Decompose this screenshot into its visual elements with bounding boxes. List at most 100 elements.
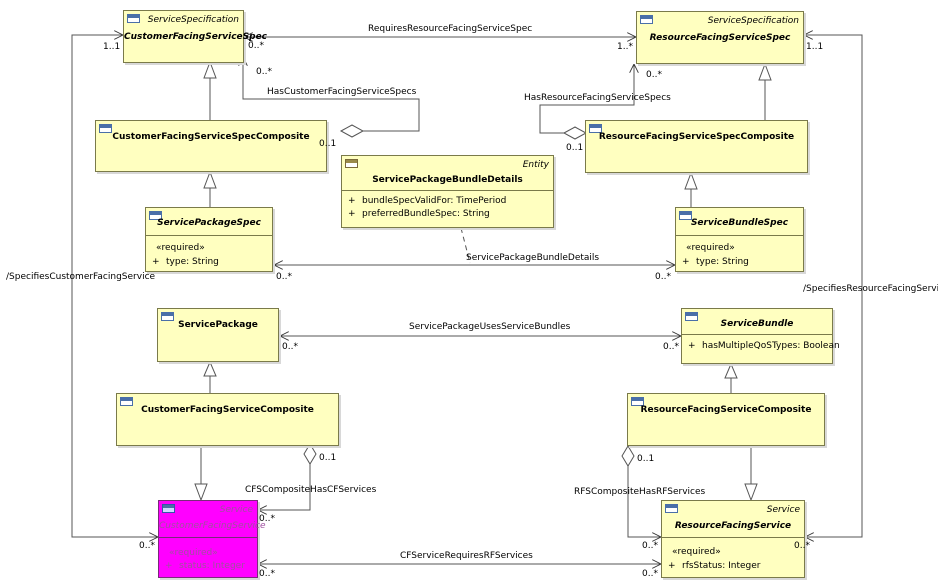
class-customer-facing-service-spec-composite[interactable]: CustomerFacingServiceSpecComposite bbox=[95, 120, 327, 172]
generalization-arrow bbox=[203, 170, 217, 189]
attribute: +bundleSpecValidFor: TimePeriod bbox=[348, 196, 507, 206]
assoc-label-has-cfss: HasCustomerFacingServiceSpecs bbox=[267, 87, 417, 97]
class-name: ServicePackageBundleDetails bbox=[372, 175, 523, 185]
class-icon bbox=[679, 211, 692, 220]
assoc-label-cfs-composite: CFSCompositeHasCFServices bbox=[245, 485, 377, 495]
class-resource-facing-service[interactable]: Service ResourceFacingService «required»… bbox=[661, 500, 805, 578]
compartment-divider bbox=[662, 537, 804, 538]
association-class-link bbox=[460, 227, 471, 264]
multiplicity: 0..* bbox=[794, 541, 810, 551]
aggregation-diamond bbox=[562, 126, 588, 140]
assoc-label-specifies-rfs: /SpecifiesResourceFacingService bbox=[803, 284, 938, 294]
class-service-package-spec[interactable]: ServicePackageSpec «required» +type: Str… bbox=[145, 207, 273, 272]
attribute: +hasMultipleQoSTypes: Boolean bbox=[688, 341, 840, 351]
assoc-label-sp-uses-sb: ServicePackageUsesServiceBundles bbox=[409, 322, 571, 332]
entity-icon bbox=[345, 159, 358, 168]
aggregation-diamond bbox=[303, 443, 317, 465]
multiplicity: 1..1 bbox=[806, 42, 824, 52]
class-icon bbox=[149, 211, 162, 220]
class-icon bbox=[665, 504, 678, 513]
stereotype-label: Service bbox=[219, 505, 253, 515]
class-name: ServicePackage bbox=[178, 320, 258, 330]
multiplicity: 0..* bbox=[646, 70, 662, 80]
class-name: ResourceFacingService bbox=[674, 521, 792, 531]
assoc-rfs-composite-line bbox=[627, 466, 661, 537]
class-resource-facing-service-spec[interactable]: ServiceSpecification ResourceFacingServi… bbox=[636, 11, 804, 64]
attribute: +rfsStatus: Integer bbox=[668, 561, 761, 571]
multiplicity: 1..* bbox=[617, 42, 633, 52]
class-name: ResourceFacingServiceComposite bbox=[640, 405, 812, 415]
stereotype-label: Entity bbox=[522, 160, 549, 170]
generalization-arrow bbox=[684, 171, 698, 190]
generalization-arrow bbox=[203, 360, 217, 377]
generalization-arrow bbox=[724, 362, 738, 379]
assoc-specifies-rfs-line bbox=[804, 35, 863, 537]
assoc-label-cfs-requires-rfs: CFServiceRequiresRFServices bbox=[400, 551, 533, 561]
assoc-label-requires-rfss: RequiresResourceFacingServiceSpec bbox=[368, 24, 533, 34]
multiplicity: 0..* bbox=[663, 342, 679, 352]
class-name: ServicePackageSpec bbox=[157, 218, 261, 228]
stereotype-label: Service bbox=[766, 505, 800, 515]
class-service-bundle[interactable]: ServiceBundle +hasMultipleQoSTypes: Bool… bbox=[681, 308, 840, 364]
class-icon bbox=[127, 14, 140, 23]
multiplicity: 0..1 bbox=[566, 143, 584, 153]
attribute: +status: Integer bbox=[165, 561, 245, 571]
class-icon bbox=[120, 397, 133, 406]
aggregation-diamond bbox=[621, 445, 635, 467]
class-icon bbox=[685, 312, 698, 321]
class-name: CustomerFacingServiceSpec bbox=[124, 32, 268, 42]
multiplicity: 0..* bbox=[642, 541, 658, 551]
generalization-arrow bbox=[194, 483, 208, 502]
multiplicity: 0..1 bbox=[319, 453, 337, 463]
stereotype-label: ServiceSpecification bbox=[147, 15, 239, 25]
class-customer-facing-service-spec[interactable]: ServiceSpecification CustomerFacingServi… bbox=[123, 10, 268, 63]
attribute: +type: String bbox=[682, 257, 749, 267]
generalization-arrow bbox=[203, 60, 217, 79]
multiplicity: 0..* bbox=[248, 41, 264, 51]
multiplicity: 0..* bbox=[256, 67, 272, 77]
class-name: ServiceBundle bbox=[720, 319, 794, 329]
class-service-bundle-spec[interactable]: ServiceBundleSpec «required» +type: Stri… bbox=[675, 207, 804, 272]
class-icon bbox=[99, 124, 112, 133]
attribute: +preferredBundleSpec: String bbox=[348, 209, 490, 219]
class-resource-facing-service-spec-composite[interactable]: ResourceFacingServiceSpecComposite bbox=[585, 120, 808, 173]
class-icon bbox=[589, 124, 602, 133]
compartment-divider bbox=[682, 334, 832, 335]
class-name: ResourceFacingServiceSpecComposite bbox=[598, 132, 795, 142]
assoc-has-cfss-line bbox=[243, 57, 420, 132]
multiplicity: 0..* bbox=[655, 272, 671, 282]
assoc-has-rfss-line bbox=[539, 64, 634, 134]
compartment-divider bbox=[676, 235, 803, 236]
class-icon bbox=[162, 504, 175, 513]
class-name: CustomerFacingService bbox=[159, 521, 266, 531]
class-name: CustomerFacingServiceComposite bbox=[141, 405, 314, 415]
class-name: ResourceFacingServiceSpec bbox=[649, 33, 791, 43]
assoc-specifies-cfs-line bbox=[71, 35, 158, 537]
stereotype-label: ServiceSpecification bbox=[707, 16, 799, 26]
class-service-package[interactable]: ServicePackage bbox=[157, 308, 279, 362]
stereotype-required: «required» bbox=[156, 243, 205, 253]
aggregation-diamond bbox=[339, 124, 365, 138]
multiplicity: 0..* bbox=[259, 514, 275, 524]
class-customer-facing-service[interactable]: Service CustomerFacingService «required»… bbox=[158, 500, 266, 578]
generalization-arrow bbox=[744, 483, 758, 502]
class-customer-facing-service-composite[interactable]: CustomerFacingServiceComposite bbox=[116, 393, 339, 446]
class-icon bbox=[640, 15, 653, 24]
multiplicity: 0..1 bbox=[319, 139, 337, 149]
assoc-cfs-composite-line bbox=[258, 464, 311, 510]
class-name: ServiceBundleSpec bbox=[690, 218, 789, 228]
class-service-package-bundle-details[interactable]: Entity ServicePackageBundleDetails +bund… bbox=[341, 155, 554, 228]
multiplicity: 0..* bbox=[139, 541, 155, 551]
generalization-arrow bbox=[758, 62, 772, 81]
stereotype-required: «required» bbox=[169, 548, 218, 558]
class-resource-facing-service-composite[interactable]: ResourceFacingServiceComposite bbox=[627, 393, 825, 446]
assoc-label-spbd: ServicePackageBundleDetails bbox=[466, 253, 600, 263]
multiplicity: 0..1 bbox=[637, 454, 655, 464]
class-icon bbox=[631, 397, 644, 406]
class-icon bbox=[161, 312, 174, 321]
assoc-label-specifies-cfs: /SpecifiesCustomerFacingService bbox=[6, 272, 156, 282]
multiplicity: 1..1 bbox=[103, 42, 121, 52]
attribute: +type: String bbox=[152, 257, 219, 267]
